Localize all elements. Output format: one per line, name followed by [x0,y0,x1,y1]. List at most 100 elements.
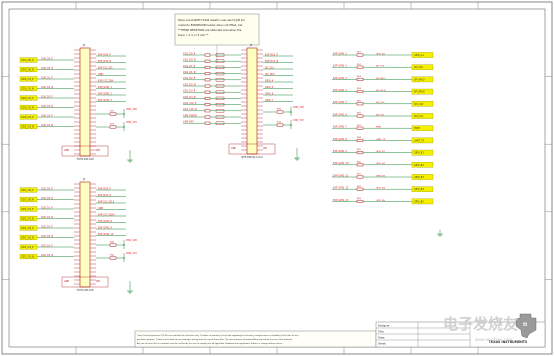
resistor [356,199,364,203]
resistor [204,103,211,107]
resistor [204,96,211,100]
connector-body [79,47,91,157]
net-label: SPI_MOSI [376,90,386,92]
connector-j_tc: J?CSI1_D0_PCSI1_D0_NCSI1_D1_PCSI1_D1_NCS… [183,43,304,161]
net-label: CSI2_D3_P [41,244,53,247]
net-label: GND [98,207,103,210]
net-port [215,115,225,119]
net-label: CSI0_D1_N [41,86,53,89]
net-flag-label: SPI_MOSI [414,91,425,94]
net-label: EXP_I2C_SCL2 [98,200,115,203]
net-label: SPI_MISO [376,78,386,80]
tb-field-4: Sheet: [378,342,386,346]
net-label: EXP_GPIO_11 [333,174,349,177]
net-flag-label: CSI2_D2_N [21,237,34,240]
junction [290,111,292,113]
connector-ref: J? [249,43,253,47]
resistor-ref: R53 [357,76,362,78]
resistor [356,114,364,118]
resistor [204,53,211,57]
net-label: EXP_GPIO_9 [333,150,347,153]
net-label: CSI0_D2_N [41,105,53,108]
net-label: CSI2_D0_N [41,197,53,200]
net-flag-label: PWM [414,127,420,130]
resistor [276,110,284,114]
disclaimer-line-2: particular purpose. TI shall not be liab… [137,338,293,341]
net-port [215,78,225,82]
net-label: EXP_RX2_P [98,187,111,190]
resistor [109,256,117,260]
net-label: CSI1_D1_P [183,65,196,68]
net-flag-label: CSI0_D3_N [21,126,34,129]
net-flag-label: CSI2_D1_N [21,218,34,221]
connector-caption: TS?H-130-S-M [77,289,94,292]
connector-caption: TS?H-130-S-M [77,158,94,161]
net-flag-label: GPIO_B1 [414,152,424,155]
net-label: CSI1_D3_P [183,90,196,93]
resistor [204,59,211,63]
footer-label: VIN [96,280,100,283]
note-line-3: **THESE RESISTORS are alternate load whe… [178,28,242,32]
resistor [204,84,211,88]
net-flag-label: CSI2_D1_P [21,208,34,211]
resistor [356,102,364,106]
resistor [356,90,364,94]
net-label: EXP_GPIO_2 [333,65,347,68]
footer-label: GND [231,147,236,150]
net-label: CSI2_D2_N [41,235,53,238]
watermark-url: www.elecfans.com [475,337,512,342]
resistor [204,72,211,76]
net-flag-label: CSI0_D0_P [21,59,34,62]
company-name: TEXAS INSTRUMENTS [489,340,528,344]
net-flag [411,137,434,144]
rail-label: VDD_1V8 [126,239,137,242]
footer-label: VIN [263,147,267,150]
net-port [215,96,225,100]
net-label: GPIO_B5 [376,200,386,202]
footer-label: GND [64,280,69,283]
net-label: EXP_I2C_SCL [98,66,114,69]
junction [123,113,125,115]
rail-label: VDD_3V3 [126,121,137,124]
net-label: GPIO_B2 [376,163,386,165]
tb-field-2: Title: [378,330,385,334]
net-label: GPIO_5 [265,86,274,89]
watermark-text: 电子发烧友 [443,315,518,333]
footer-label: GND [64,149,69,152]
net-flag-label: SPI_CS0 [414,103,424,106]
net-label: EXP_GPIO_7 [333,126,347,129]
resistor-ref: R55 [357,100,362,102]
resistor [204,115,211,119]
net-label: EXP_GPIO_2 [98,92,112,95]
net-flag [411,186,434,192]
resistor-ref: R54 [357,88,362,90]
net-label: EXP_I2C_SDA2 [98,213,115,216]
net-label: CSI1_D0_P [183,52,196,55]
note-box: Place one R-NOFIT 0402 resistor near eac… [174,13,260,62]
net-label: EXP_GPIO_12 [333,187,349,190]
connector-caption: QTE-030-01-L-D-A [241,156,263,159]
net-label: GPIO_6 [265,92,274,95]
net-label: CSI1_D0_N [183,59,196,62]
net-flag [411,76,434,83]
net-label: GND [98,73,103,76]
disclaimer-line-3: Any use of these files in a product must… [137,342,283,345]
net-label: EXP_RX1_P [265,53,278,56]
rail-label: VDD_3V3 [293,119,304,122]
net-label: GPIO_7 [265,99,274,102]
net-flag-label: GPIO_B2 [414,164,424,167]
net-label: EXP_RX0_N [98,60,111,63]
net-label: EXP_I2C_SDA [98,79,114,82]
resistor-ref: R59 [357,149,362,151]
connector-group: J?CSI0_D0_PCSI0_D0_PCSI0_D0_NCSI0_D0_NCS… [19,43,304,294]
net-flag-label: CSI2_D3_N [21,256,34,259]
